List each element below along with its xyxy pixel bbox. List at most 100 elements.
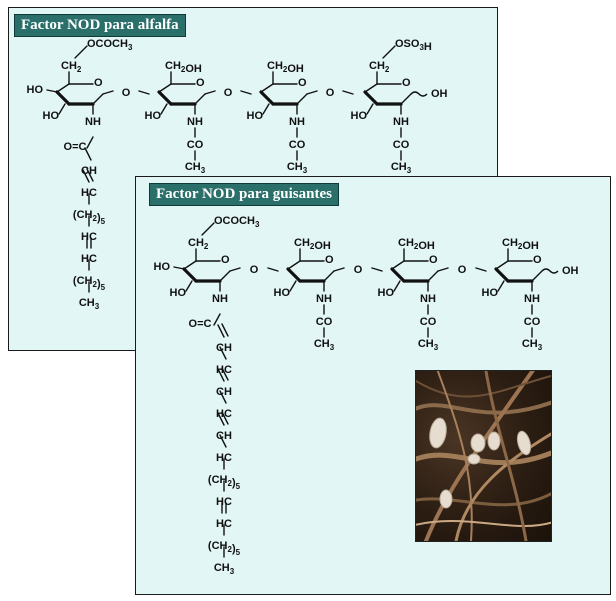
bond-line [390,267,406,283]
bond-line [182,267,198,283]
atom-label: HO [27,84,44,96]
bond-line [74,45,88,59]
atom-label: CH2 [188,237,209,251]
atom-label: CH3 [522,338,543,352]
bond-line [86,168,94,182]
bond-line [229,267,241,272]
bond-line [289,280,297,292]
bond-line [217,368,225,382]
atom-label: CO [289,139,306,151]
bond-line [219,270,231,282]
atom-label: O [250,264,259,276]
bond-line [201,222,215,236]
atom-label: NH [524,293,540,305]
bond-line [363,90,379,106]
atom-label: CO [420,316,437,328]
atom-label: O [458,264,467,276]
bond-line [495,260,509,270]
bond-line [287,260,301,270]
bond-line [217,412,225,426]
bond-line [58,103,66,115]
atom-label: (CH2)5 [208,540,241,557]
bond-line [364,83,378,93]
atom-label: CO [393,139,410,151]
atom-label: CH3 [79,297,100,311]
atom-label: OH [562,265,579,277]
bond-line [240,90,252,95]
atom-label: HO [351,110,368,122]
atom-label: O [326,87,335,99]
bond-line [531,270,543,282]
bond-line [55,90,71,106]
bond-line [219,346,227,360]
bond-line [173,266,185,270]
bond-line [286,267,302,283]
atom-label: HC [81,231,97,243]
atom-label: HO [378,287,395,299]
bond-line [194,93,206,105]
atom-label: O [224,87,233,99]
atom-label: O [94,77,103,89]
wavy-bond [410,91,428,97]
atom-label: CH [216,386,232,398]
atom-label: CH2 [369,60,390,74]
atom-label: OCOCH3 [214,215,260,229]
atom-label: CH [216,342,232,354]
bond-line [160,103,168,115]
atom-label: (CH2)5 [208,474,241,491]
atom-label: O [221,254,230,266]
bond-line [391,260,405,270]
bond-line [494,267,510,283]
wavy-bond [541,268,559,274]
atom-label: HC [216,518,232,530]
bond-line [84,147,92,161]
bond-line [213,313,221,326]
atom-label: CH2OH [294,237,331,252]
bond-line [296,93,308,105]
bond-line [183,260,197,270]
atom-label: CH3 [314,338,335,352]
bond-line [56,83,70,93]
bond-line [158,83,172,93]
bond-line [219,390,227,404]
bond-line [267,267,279,272]
bond-line [219,434,227,448]
bond-line [262,103,270,115]
atom-label: CO [187,139,204,151]
atom-label: O [196,77,205,89]
bond-line [86,136,94,149]
atom-label: HO [154,261,171,273]
bond-line [342,90,354,95]
bond-line [382,45,396,59]
atom-label: CH3 [185,161,206,175]
bond-line [475,267,487,272]
bond-line [221,323,229,337]
bond-line [400,93,412,105]
atom-label: CH2OH [398,237,435,252]
atom-label: HC [216,496,232,508]
bond-line [92,93,104,105]
bond-line [204,90,216,95]
atom-label: HO [482,287,499,299]
atom-label: NH [85,116,101,128]
atom-label: HC [216,452,232,464]
bond-line [138,90,150,95]
atom-label: (CH2)5 [73,275,106,292]
bond-line [437,267,449,272]
panel-title-guisantes: Factor NOD para guisantes [149,183,339,206]
atom-label: CH [216,430,232,442]
atom-label: NH [420,293,436,305]
bond-line [260,83,274,93]
atom-label: NH [212,293,228,305]
atom-label: NH [393,116,409,128]
atom-label: (CH2)5 [73,209,106,226]
atom-label: HO [43,110,60,122]
bond-line [102,90,114,95]
atom-label: HO [145,110,162,122]
atom-label: O [429,254,438,266]
atom-label: CO [524,316,541,328]
atom-label: HO [170,287,187,299]
atom-label: O [354,264,363,276]
